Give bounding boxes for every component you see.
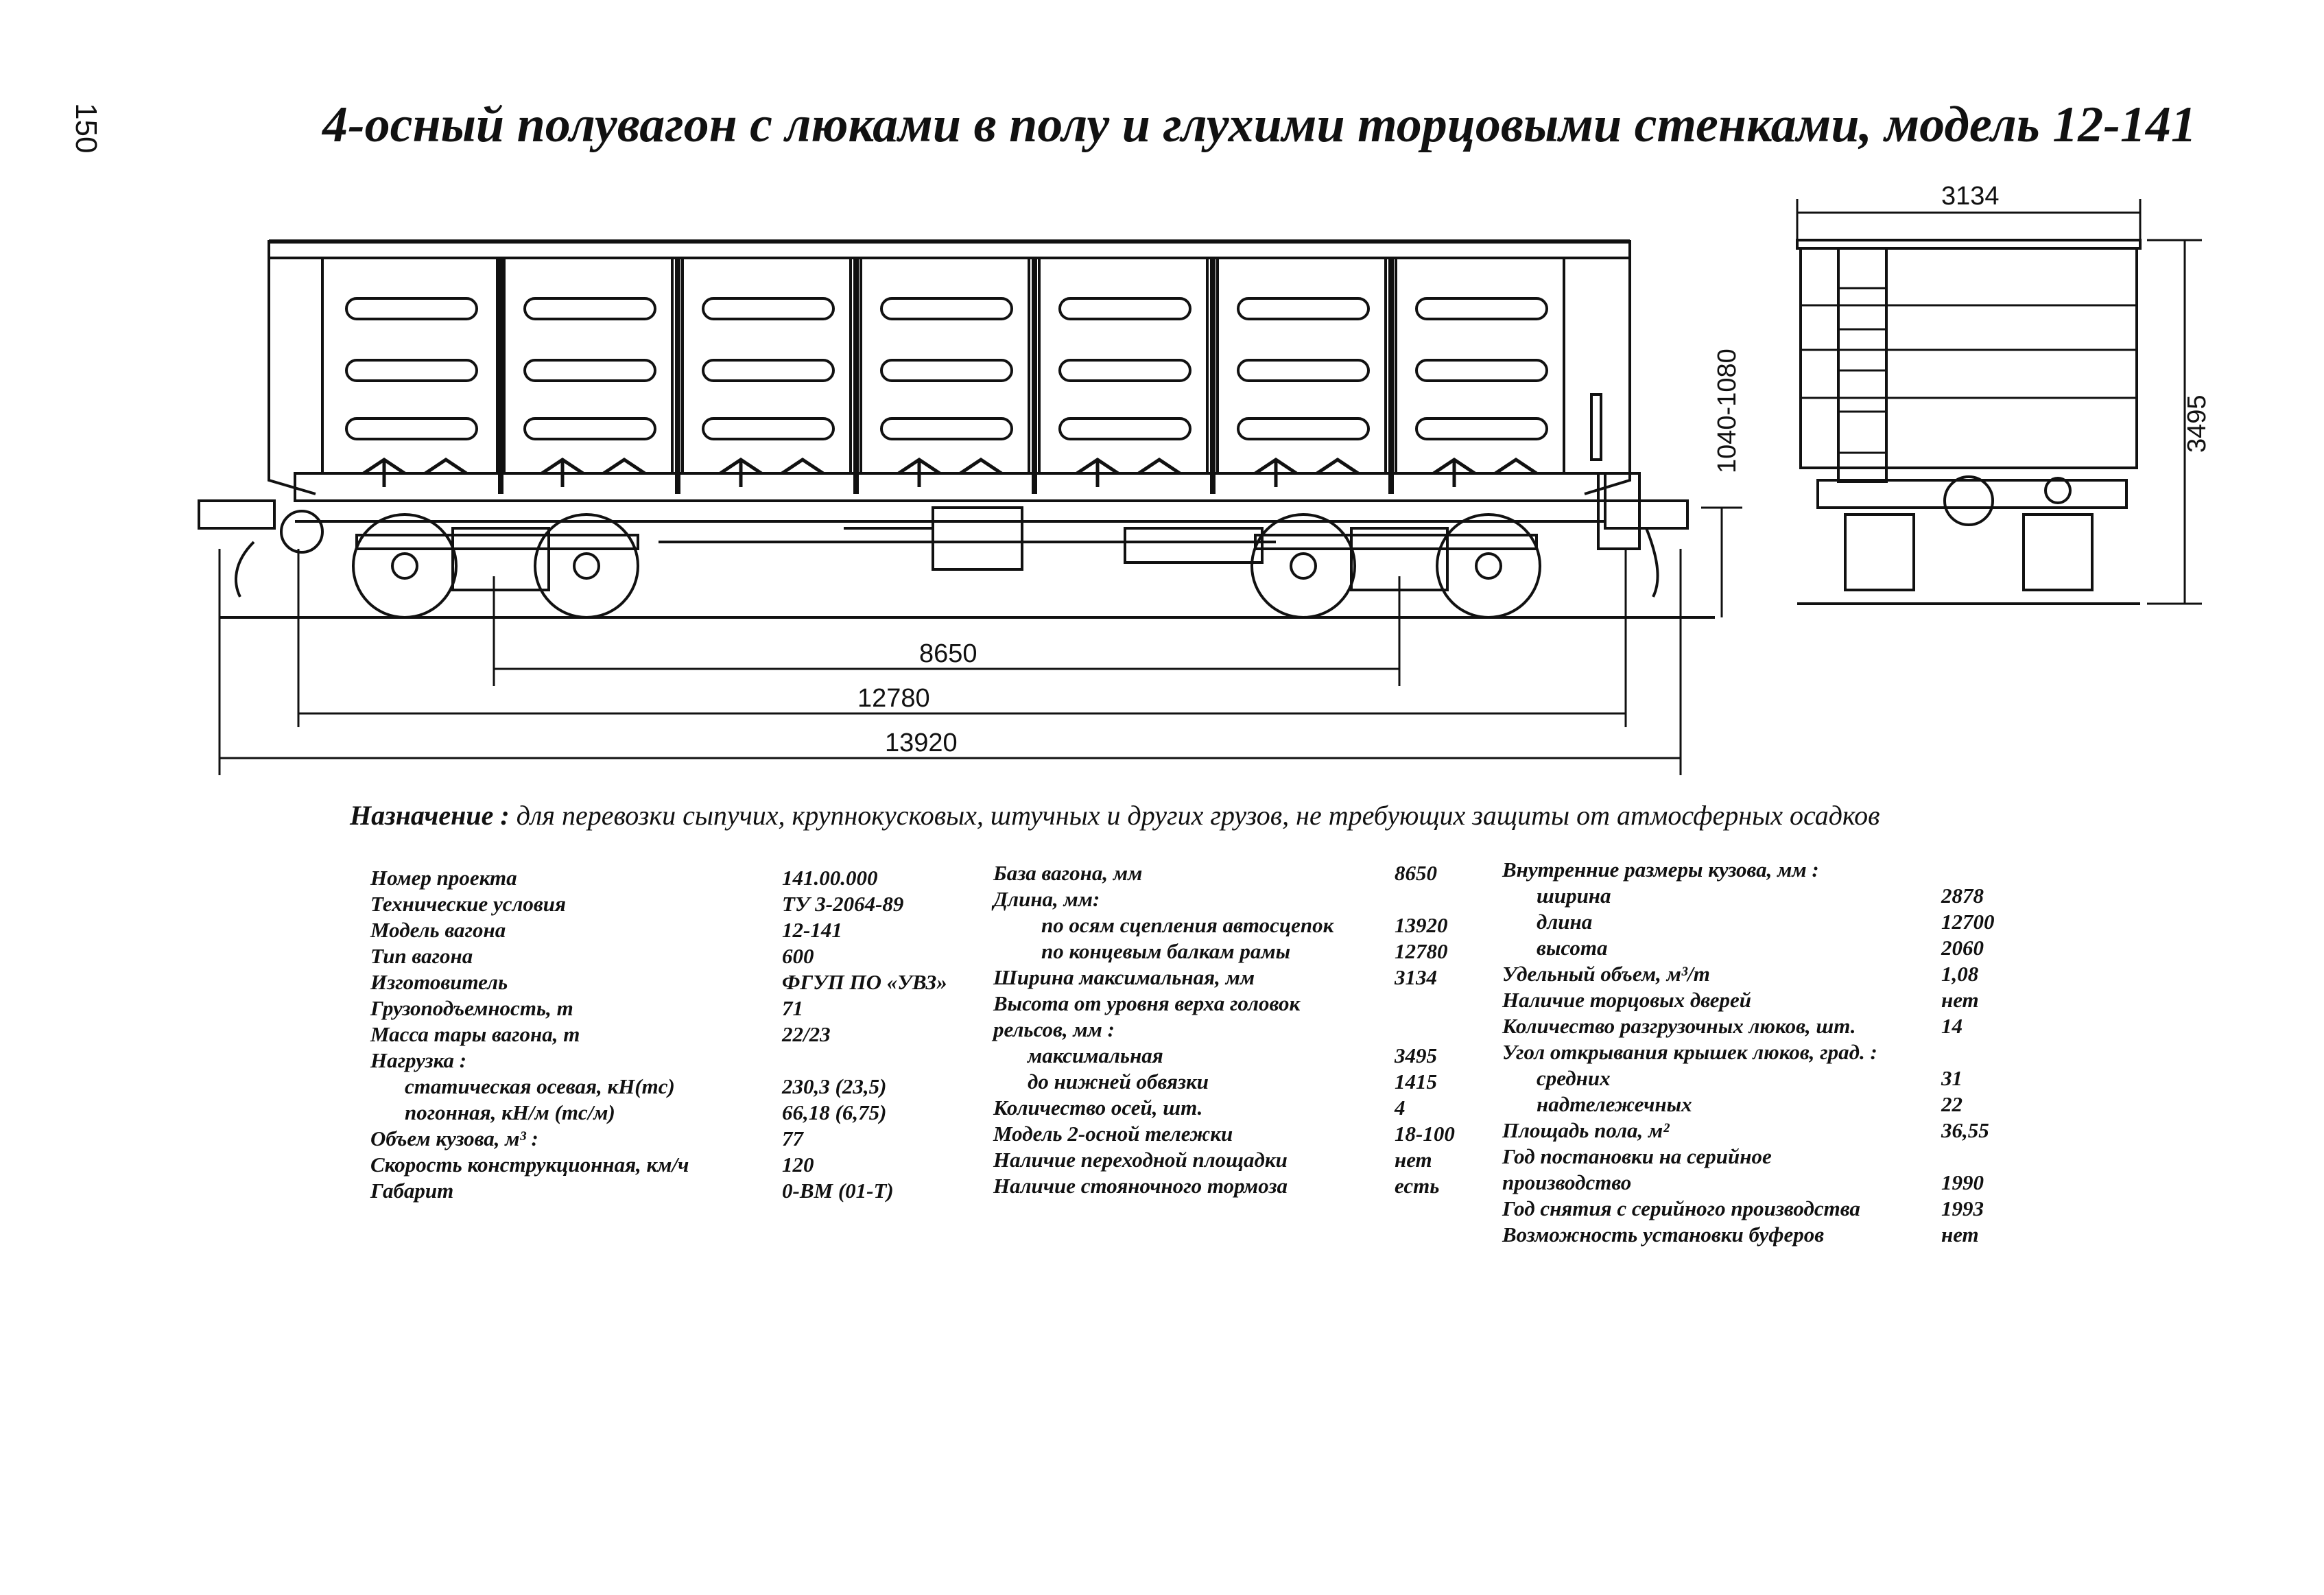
dim-base: 8650	[919, 639, 977, 668]
dimension-lines	[218, 506, 1742, 775]
bogie-left	[352, 513, 639, 619]
purpose-line: Назначение : для перевозки сыпучих, круп…	[350, 799, 2270, 831]
wagon-end-view	[1796, 239, 2142, 605]
bogie-right	[1250, 513, 1541, 619]
dim-coupler-length: 13920	[885, 729, 958, 757]
underframe	[295, 506, 1605, 571]
wagon-body-side	[268, 239, 1631, 502]
dim-width: 3134	[1941, 182, 2000, 211]
dim-floor-height: 1040-1080	[1713, 348, 1742, 473]
dim-frame-length: 12780	[857, 684, 930, 713]
page-title: 4-осный полувагон с люками в полу и глух…	[322, 97, 2196, 153]
purpose-text: для перевозки сыпучих, крупнокусковых, ш…	[516, 800, 1880, 831]
dim-height: 3495	[2183, 394, 2212, 453]
couplers	[198, 472, 1689, 598]
purpose-label: Назначение :	[350, 800, 510, 831]
side-panels	[321, 257, 1565, 475]
